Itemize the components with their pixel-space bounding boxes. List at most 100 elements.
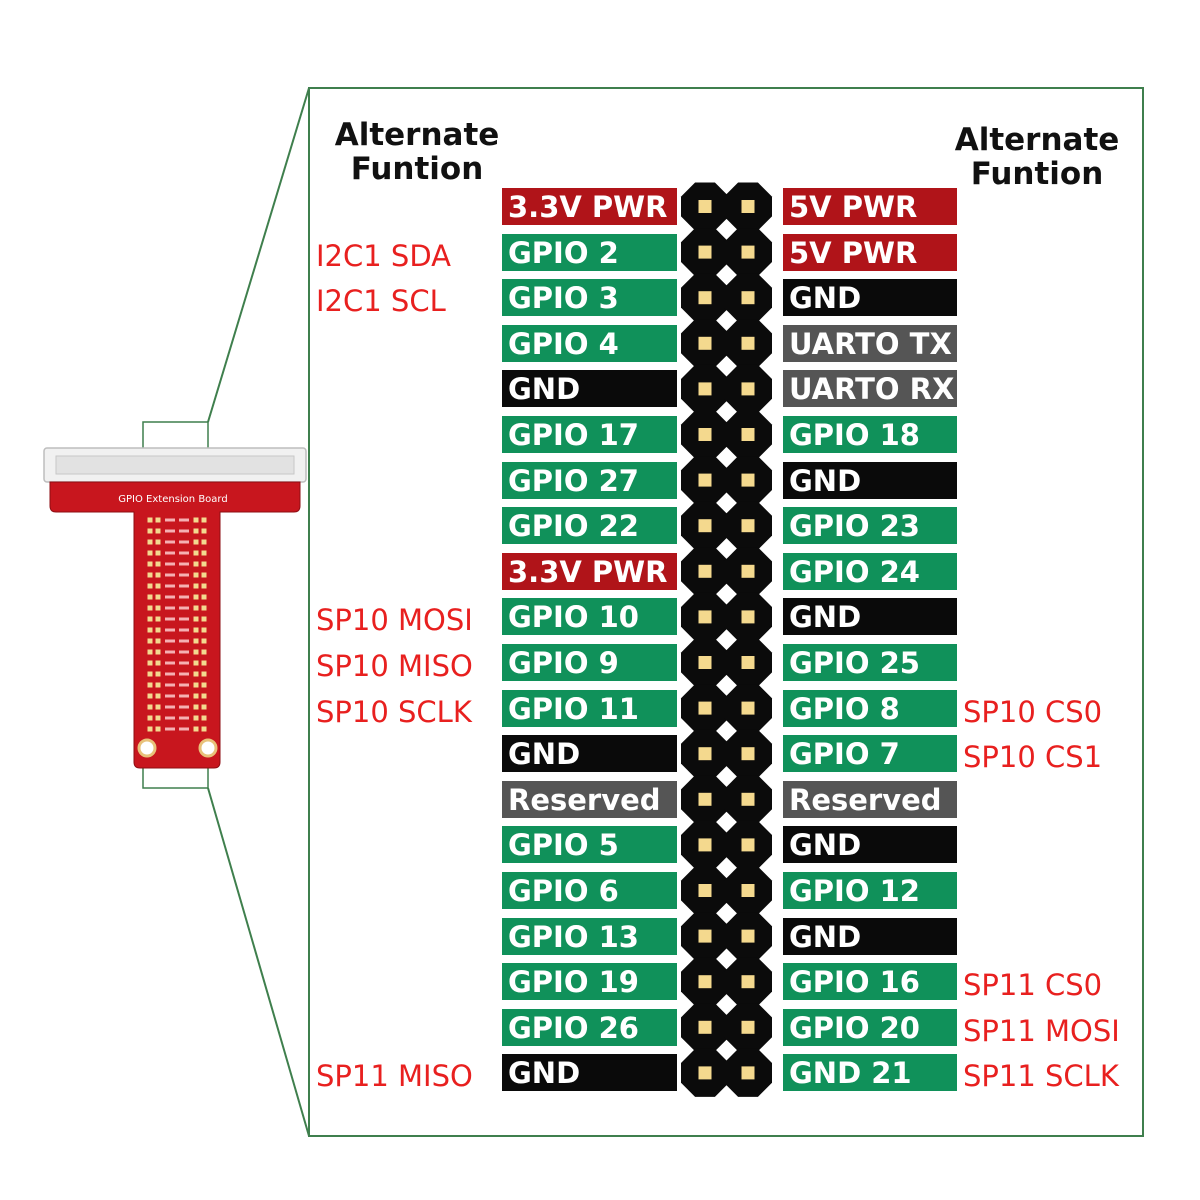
board-pin-pad [147, 605, 153, 611]
board-pin-pad [193, 605, 199, 611]
board-pin-pad [147, 528, 153, 534]
board-pin-pad [147, 583, 153, 589]
header-pin-contact-odd [698, 792, 712, 806]
header-pin-contact-odd [698, 610, 712, 624]
board-pin-pad [201, 583, 207, 589]
board-silkscreen-mark [179, 650, 189, 654]
board-pin-pad [201, 561, 207, 567]
board-pin-pad [147, 517, 153, 523]
board-silkscreen-mark [165, 639, 175, 643]
board-silkscreen-mark [179, 584, 189, 588]
header-pin-contact-even [741, 701, 755, 715]
board-silkscreen-mark [165, 562, 175, 566]
header-pin-contact-even [741, 200, 755, 213]
left-alt-function-label: SP10 SCLK [316, 694, 472, 729]
header-pin-contact-odd [698, 428, 712, 441]
board-silkscreen-mark [165, 584, 175, 588]
right-pin-label: GPIO 20 [783, 1008, 957, 1046]
board-silkscreen-mark [179, 595, 189, 599]
board-connector-slot [55, 455, 295, 475]
right-pin-label: GPIO 23 [783, 507, 957, 545]
header-pin-contact-odd [698, 245, 712, 259]
board-pin-pad [201, 528, 207, 534]
right-pin-label: GND [783, 279, 957, 317]
left-pin-label: GPIO 2 [502, 233, 677, 271]
board-silkscreen-mark [165, 540, 175, 544]
board-silkscreen-mark [165, 518, 175, 522]
right-pin-label: GND [783, 461, 957, 499]
header-pin-contact-even [741, 610, 755, 624]
board-pin-pad [193, 539, 199, 545]
board-silkscreen-mark [165, 606, 175, 610]
header-pin-contact-odd [698, 564, 712, 578]
left-alt-function-label: SP10 MISO [316, 649, 473, 683]
header-pin-contact-odd [698, 747, 712, 761]
board-pin-pad [201, 704, 207, 710]
board-pin-pad [201, 594, 207, 600]
right-pin-label: GPIO 24 [783, 552, 957, 590]
board-pin-pad [193, 583, 199, 589]
board-pin-pad [155, 572, 161, 578]
board-pin-pad [147, 715, 153, 721]
board-silkscreen-mark [179, 661, 189, 665]
zoom-line-bottom [207, 787, 310, 1137]
board-pin-pad [155, 726, 161, 732]
board-silkscreen-mark [179, 694, 189, 698]
board-silkscreen-mark [179, 683, 189, 687]
board-pin-pad [201, 682, 207, 688]
board-silkscreen-mark [165, 661, 175, 665]
zoom-line-top [207, 87, 310, 423]
board-pcb [49, 481, 301, 769]
board-silkscreen-mark [165, 683, 175, 687]
board-pin-pad [147, 638, 153, 644]
header-pin-contact-odd [698, 291, 712, 305]
board-pin-pad [193, 572, 199, 578]
right-pin-label: GPIO 8 [783, 689, 957, 727]
board-pin-pad [155, 704, 161, 710]
board-pin-pad [193, 715, 199, 721]
board-pin-pad [193, 517, 199, 523]
board-mount-hole-right [198, 738, 218, 758]
header-pin-contact-even [741, 291, 755, 305]
board-pin-pad [193, 528, 199, 534]
board-pin-pad [155, 693, 161, 699]
board-pin-pad [155, 660, 161, 666]
left-pin-label: GPIO 19 [502, 963, 677, 1001]
board-silkscreen-mark [165, 595, 175, 599]
right-pin-label: GND [783, 826, 957, 864]
left-pin-label: GPIO 22 [502, 507, 677, 545]
right-pin-label: GPIO 7 [783, 735, 957, 773]
header-pin-contact-even [741, 336, 755, 350]
board-pin-pad [155, 528, 161, 534]
board-pin-pad [147, 539, 153, 545]
board-silkscreen-mark [179, 606, 189, 610]
board-pin-pad [193, 561, 199, 567]
board-pin-pad [155, 539, 161, 545]
header-pin-contact-even [741, 929, 755, 943]
header-pin-contact-odd [698, 382, 712, 396]
board-pin-pad [193, 616, 199, 622]
board-pin-pad [147, 561, 153, 567]
board-pin-pad [155, 561, 161, 567]
board-pin-pad [147, 649, 153, 655]
header-pin-contact-even [741, 245, 755, 259]
left-pin-label: 3.3V PWR [502, 188, 677, 225]
board-pin-pad [193, 726, 199, 732]
board-silkscreen-mark [179, 551, 189, 555]
board-silkscreen-mark [179, 573, 189, 577]
header-pin-contact-even [741, 838, 755, 852]
board-silkscreen-mark [179, 628, 189, 632]
header-pin-contact-even [741, 884, 755, 897]
header-pin-contact-even [741, 1020, 755, 1034]
board-silkscreen-mark [179, 529, 189, 533]
board-pin-pad [147, 704, 153, 710]
board-pin-pad [155, 616, 161, 622]
left-pin-label: GND [502, 370, 677, 408]
board-pin-pad [201, 660, 207, 666]
right-pin-label: GND [783, 598, 957, 636]
board-silkscreen-mark [179, 518, 189, 522]
board-pin-pad [201, 715, 207, 721]
board-silkscreen-mark [165, 529, 175, 533]
header-pin-contact-odd [698, 884, 712, 897]
